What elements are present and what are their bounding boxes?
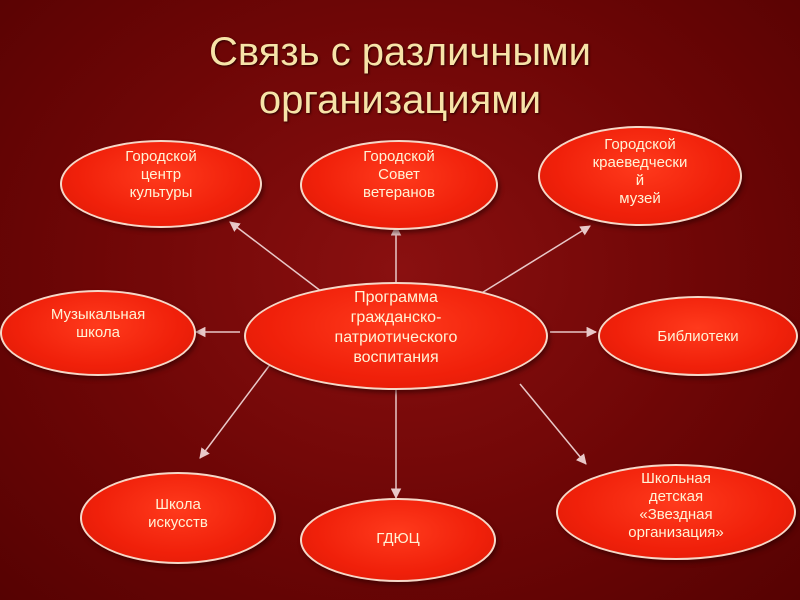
- title-line-2: организациями: [258, 78, 542, 122]
- arrow-to-culture-center: [229, 221, 331, 299]
- node-gduc-label: ГДЮЦ: [376, 530, 420, 547]
- arrow-to-zvezdnaya: [519, 383, 587, 465]
- title-line-1: Связь с различными: [209, 30, 591, 74]
- node-gduc: ГДЮЦ: [300, 498, 496, 582]
- node-libraries-label: Библиотеки: [657, 328, 739, 345]
- page-title: Связь с различными организациями: [80, 28, 720, 124]
- arrow-to-local-museum: [479, 225, 591, 295]
- node-libraries: Библиотеки: [598, 296, 798, 376]
- arrow-to-art-school: [199, 361, 273, 459]
